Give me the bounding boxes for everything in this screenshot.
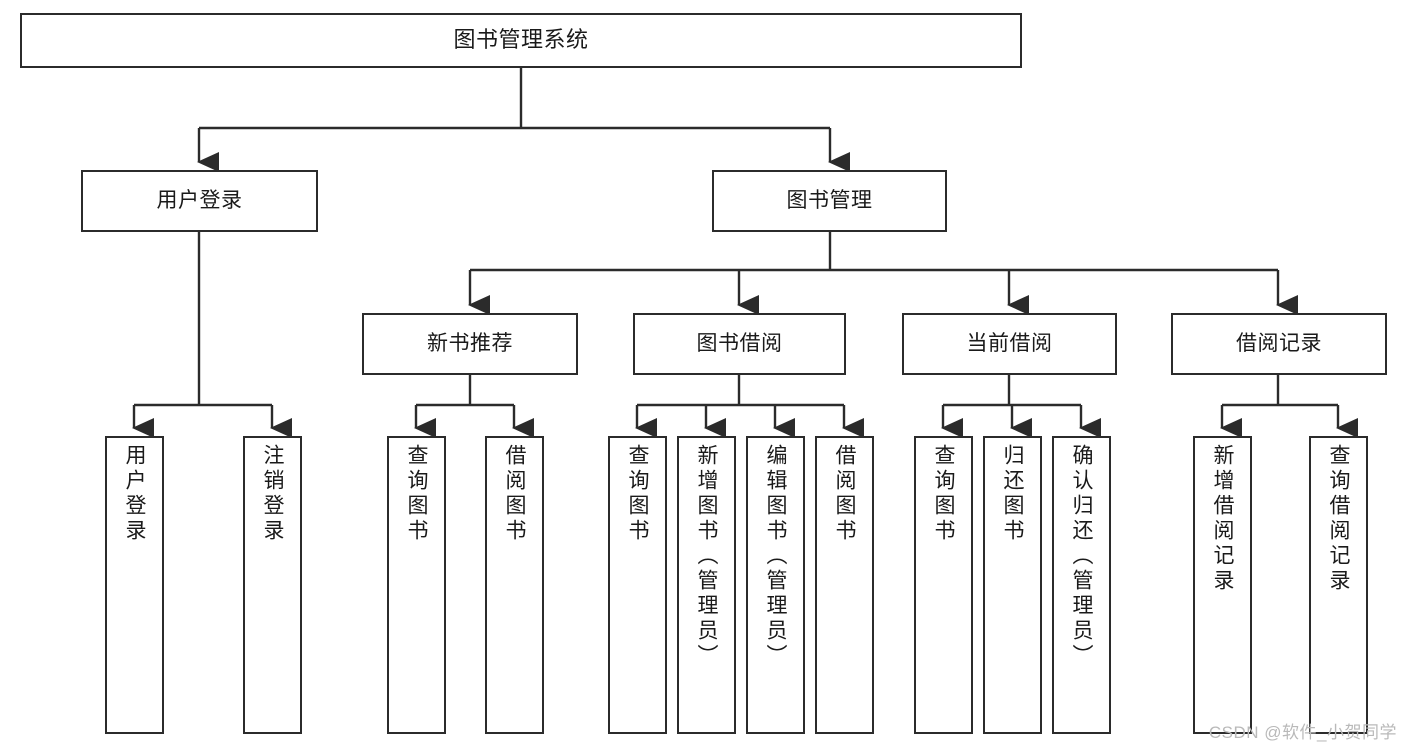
node-borrow-record[interactable]: 借阅记录 (1171, 313, 1387, 375)
node-label: 借阅图书 (833, 444, 856, 544)
node-label: 用户登录 (156, 189, 243, 213)
node-label: 归还图书 (1001, 444, 1024, 544)
node-label: 查询图书 (932, 444, 955, 544)
node-book-management[interactable]: 图书管理 (712, 170, 947, 232)
leaf-book-borrow-query-book[interactable]: 查询图书 (608, 436, 667, 734)
leaf-new-book-query-book[interactable]: 查询图书 (387, 436, 446, 734)
leaf-book-borrow-edit-book-admin[interactable]: 编辑图书（管理员） (746, 436, 805, 734)
leaf-borrow-record-query-record[interactable]: 查询借阅记录 (1309, 436, 1368, 734)
node-label: 图书借阅 (696, 332, 783, 356)
leaf-book-borrow-add-book-admin[interactable]: 新增图书（管理员） (677, 436, 736, 734)
node-label: 编辑图书（管理员） (764, 444, 787, 669)
node-label: 图书管理 (786, 189, 873, 213)
node-label: 查询借阅记录 (1327, 444, 1350, 594)
node-label: 当前借阅 (966, 332, 1053, 356)
node-current-borrow[interactable]: 当前借阅 (902, 313, 1117, 375)
node-label: 新增借阅记录 (1211, 444, 1234, 594)
node-label: 新增图书（管理员） (695, 444, 718, 669)
leaf-current-borrow-query-book[interactable]: 查询图书 (914, 436, 973, 734)
node-root-library-management-system[interactable]: 图书管理系统 (20, 13, 1022, 68)
node-label: 新书推荐 (427, 332, 513, 356)
node-label: 确认归还（管理员） (1070, 444, 1093, 669)
node-new-book-recommend[interactable]: 新书推荐 (362, 313, 578, 375)
node-book-borrow[interactable]: 图书借阅 (633, 313, 846, 375)
leaf-user-login-logout[interactable]: 注销登录 (243, 436, 302, 734)
leaf-current-borrow-return-book[interactable]: 归还图书 (983, 436, 1042, 734)
leaf-current-borrow-confirm-return-admin[interactable]: 确认归还（管理员） (1052, 436, 1111, 734)
node-label: 查询图书 (405, 444, 428, 544)
node-label: 用户登录 (123, 444, 146, 544)
node-label: 图书管理系统 (453, 27, 589, 53)
leaf-new-book-borrow-book[interactable]: 借阅图书 (485, 436, 544, 734)
leaf-borrow-record-add-record[interactable]: 新增借阅记录 (1193, 436, 1252, 734)
node-label: 借阅图书 (503, 444, 526, 544)
node-label: 借阅记录 (1236, 332, 1322, 356)
node-label: 注销登录 (261, 444, 284, 544)
node-label: 查询图书 (626, 444, 649, 544)
csdn-watermark: CSDN @软件_小贺同学 (1208, 723, 1397, 742)
node-user-login[interactable]: 用户登录 (81, 170, 318, 232)
leaf-user-login-login[interactable]: 用户登录 (105, 436, 164, 734)
leaf-book-borrow-borrow-book[interactable]: 借阅图书 (815, 436, 874, 734)
